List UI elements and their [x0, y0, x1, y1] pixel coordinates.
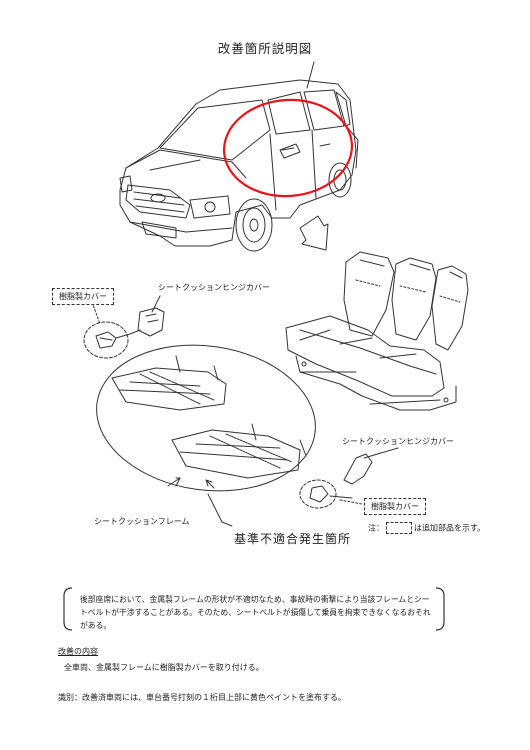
- big-arrow: [299, 215, 329, 251]
- defect-location-label: 基準不適合発生箇所: [234, 532, 352, 546]
- resin-cover-label-left: 樹脂製カバー: [52, 288, 114, 305]
- identification-text: 識別：改善済車両には、車台番号打刻の１桁目上部に黄色ペイントを塗布する。: [58, 693, 346, 702]
- page-title: 改善箇所説明図: [217, 41, 313, 56]
- hinge-cover-part-right: [299, 453, 373, 509]
- hinge-cover-part-left: [83, 307, 165, 359]
- highlight-circle: [222, 98, 354, 198]
- remedy-text: 全車両、金属製フレームに樹脂製カバーを取り付ける。: [64, 663, 264, 672]
- resin-cover-label-right: 樹脂製カバー: [364, 498, 426, 515]
- note-dashed-box: [386, 522, 412, 534]
- hinge-cover-label-right: シートクッションヒンジカバー: [342, 437, 454, 446]
- note-suffix: は追加部品を示す。: [414, 523, 486, 533]
- hinge-cover-label-top: シートクッションヒンジカバー: [158, 283, 270, 292]
- seat-cushion-frame-label: シートクッションフレーム: [94, 517, 190, 526]
- description-bracket-left: [63, 587, 73, 631]
- description-text: 後部座席において、金属製フレームの形状が不適切なため、事故時の衝撃により当該フレ…: [80, 595, 431, 630]
- rear-seat-illustration: [285, 251, 469, 411]
- seat-cushion-frame-illustration: [96, 344, 316, 492]
- remedy-heading: 改善の内容: [58, 647, 98, 656]
- note-prefix: 注：: [368, 523, 384, 533]
- note-line: 注： は追加部品を示す。: [368, 522, 485, 534]
- description-bracket-right: [435, 587, 445, 631]
- car-illustration: [119, 61, 359, 252]
